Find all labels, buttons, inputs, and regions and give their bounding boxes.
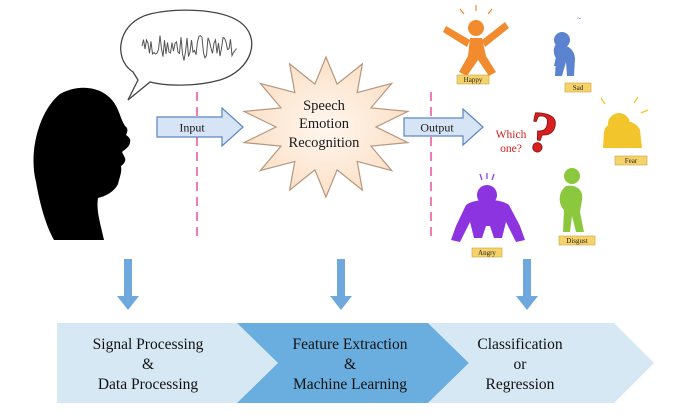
emotion-sad: ~ Sad — [553, 14, 592, 93]
down-arrow-right — [516, 259, 538, 310]
question-line-2: one? — [500, 143, 522, 155]
stage-2-line-3: Machine Learning — [293, 376, 407, 393]
emotion-label-disgust: Disgust — [566, 237, 587, 245]
stage-3-line-1: Classification — [477, 336, 562, 353]
speech-bubble — [120, 9, 253, 101]
emotion-label-happy: Happy — [464, 76, 483, 84]
stage-3-line-2: or — [514, 356, 528, 373]
output-arrow: Output — [403, 107, 484, 147]
sad-figure-icon — [553, 32, 575, 76]
stage-1-line-2: & — [142, 356, 154, 373]
pipeline-stage-2: Feature Extraction & Machine Learning — [237, 323, 469, 403]
sad-scribble-icon: ~ — [577, 14, 582, 23]
input-arrow: Input — [156, 106, 244, 148]
emotion-angry: Angry — [451, 173, 525, 258]
core-line-1: Speech — [303, 98, 346, 114]
down-arrow-left — [117, 259, 139, 310]
emotion-label-sad: Sad — [573, 84, 584, 92]
output-label: Output — [420, 121, 454, 135]
stage-2-line-1: Feature Extraction — [293, 336, 408, 353]
pipeline-stage-1: Signal Processing & Data Processing — [57, 323, 278, 403]
question-line-1: Which — [496, 129, 527, 141]
disgust-figure-icon — [559, 168, 584, 232]
pipeline-stage-3: Classification or Regression — [428, 323, 654, 403]
question-mark-icon: ? — [522, 98, 564, 168]
core-burst: Speech Emotion Recognition — [241, 55, 411, 199]
which-one-question: Which one? ? — [496, 97, 564, 168]
emotion-disgust: Disgust — [558, 168, 596, 246]
emotion-happy: Happy — [443, 5, 509, 85]
emotion-label-angry: Angry — [478, 249, 496, 257]
core-line-2: Emotion — [299, 116, 350, 132]
emotion-label-fear: Fear — [625, 157, 638, 165]
down-arrow-middle — [330, 259, 352, 310]
head-silhouette-icon — [33, 87, 131, 240]
stage-3-line-3: Regression — [486, 376, 555, 393]
core-line-3: Recognition — [289, 135, 361, 151]
angry-figure-icon — [451, 185, 525, 242]
audio-waveform-icon — [141, 35, 237, 61]
stage-1-line-3: Data Processing — [98, 376, 199, 393]
emotion-fear: Fear — [600, 96, 649, 166]
stage-2-line-2: & — [344, 356, 356, 373]
fear-figure-icon — [603, 113, 642, 148]
stage-1-line-1: Signal Processing — [93, 336, 204, 353]
happy-figure-icon — [443, 20, 509, 76]
input-label: Input — [179, 121, 205, 135]
